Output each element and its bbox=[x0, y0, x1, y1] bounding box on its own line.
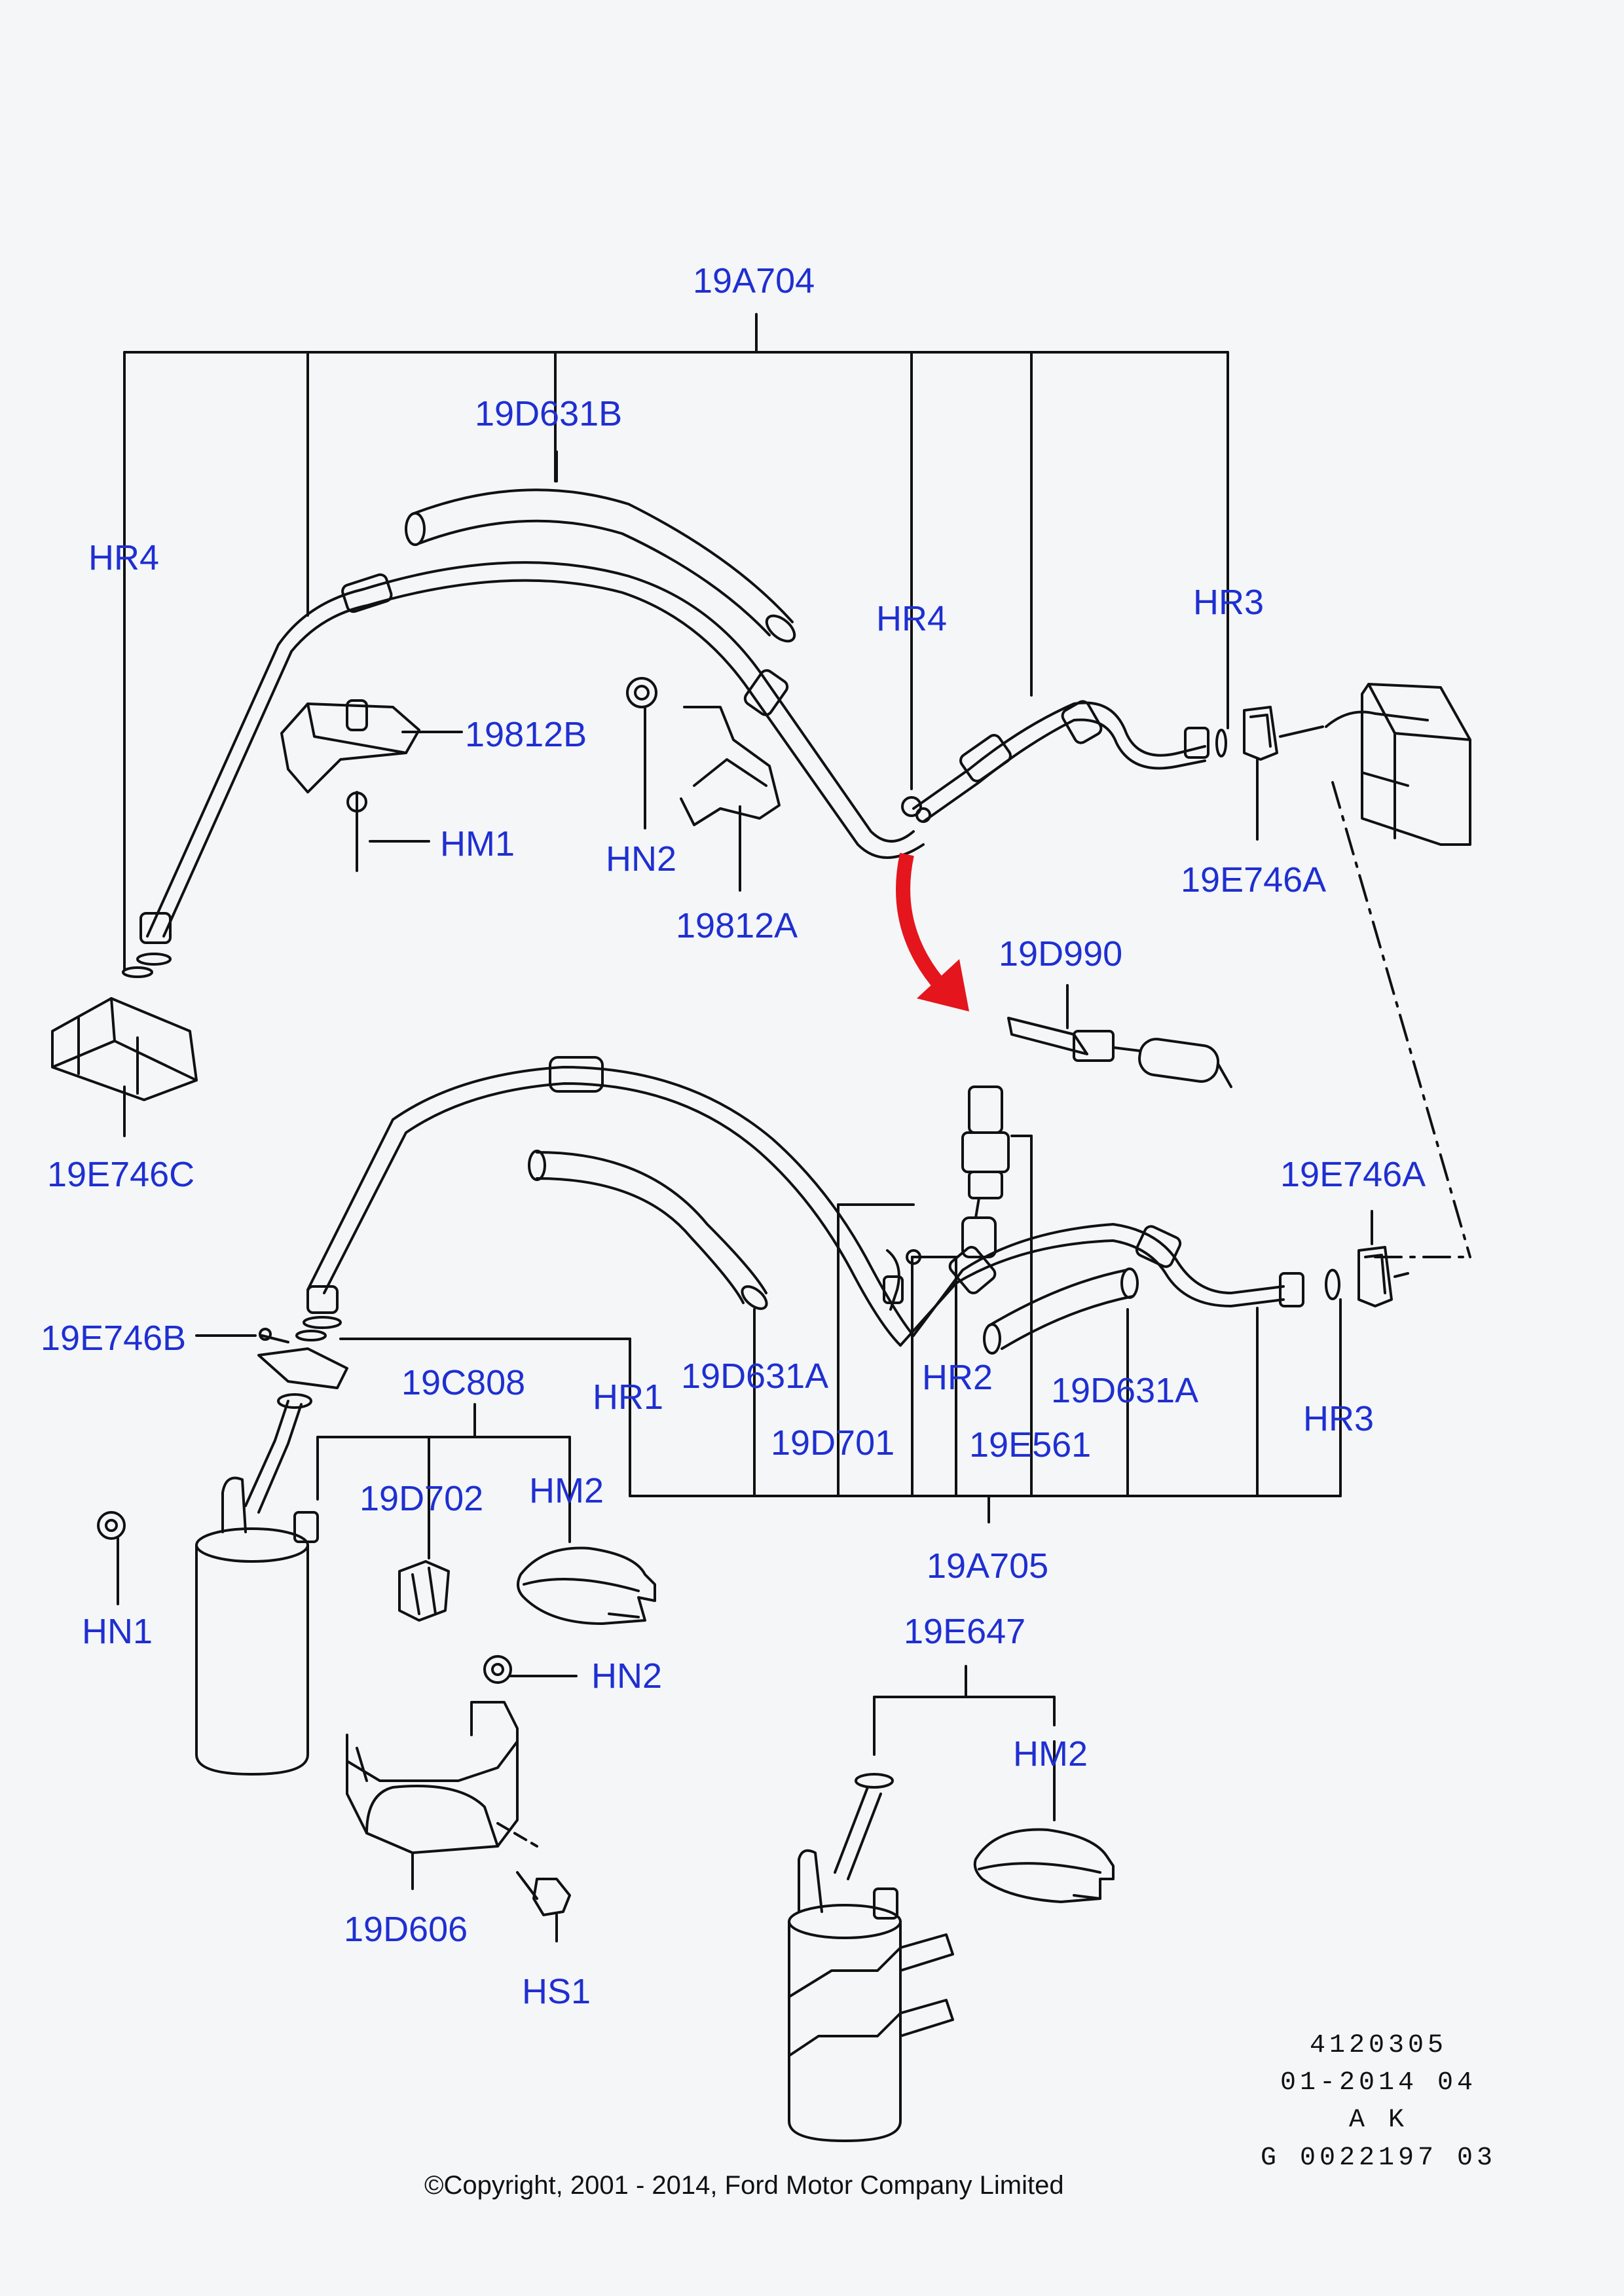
pipe-assembly-19a705 bbox=[257, 1056, 1409, 1389]
callout-tree-19a705 bbox=[195, 1135, 1373, 1523]
pipe-assembly-19a704 bbox=[51, 488, 1471, 1101]
accumulator-right bbox=[788, 1773, 954, 2142]
valve-core-19d990 bbox=[1007, 1017, 1232, 1088]
label-hm2-left: HM2 bbox=[529, 1471, 604, 1510]
label-hn2-bot: HN2 bbox=[591, 1656, 663, 1696]
cap-19d702 bbox=[398, 1560, 450, 1622]
label-19d631a-left: 19D631A bbox=[681, 1357, 829, 1396]
label-hr3-bot: HR3 bbox=[1303, 1399, 1375, 1438]
strap-hm2-right bbox=[973, 1828, 1115, 1903]
label-hr4-mid: HR4 bbox=[876, 599, 948, 638]
accumulator-left bbox=[97, 1393, 319, 1776]
label-19a704: 19A704 bbox=[693, 261, 815, 301]
label-19812b: 19812B bbox=[465, 715, 587, 754]
label-19812a: 19812A bbox=[676, 906, 798, 945]
label-19e746a-top: 19E746A bbox=[1181, 860, 1327, 900]
bracket-19d606 bbox=[346, 1655, 578, 1942]
dash-dot-reference-line bbox=[1331, 781, 1471, 1258]
label-hn2-top: HN2 bbox=[606, 839, 677, 879]
label-hr4-left: HR4 bbox=[88, 538, 160, 577]
copyright-notice: ©Copyright, 2001 - 2014, Ford Motor Comp… bbox=[424, 2171, 1064, 2200]
doc-code-line-2: 01-2014 04 bbox=[1280, 2068, 1477, 2098]
label-hm1: HM1 bbox=[440, 824, 515, 864]
label-19a705: 19A705 bbox=[927, 1546, 1049, 1586]
callout-tree-19a704 bbox=[123, 313, 1229, 970]
label-19d631b: 19D631B bbox=[475, 394, 623, 433]
label-19d606: 19D606 bbox=[344, 1910, 468, 1949]
label-hs1: HS1 bbox=[522, 1972, 591, 2011]
label-19d701: 19D701 bbox=[771, 1423, 895, 1463]
callout-tree-19c808 bbox=[316, 1403, 571, 1559]
strap-hm2-left bbox=[517, 1546, 656, 1625]
red-direction-arrow bbox=[896, 852, 969, 1011]
callout-tree-19e647 bbox=[873, 1665, 1056, 1821]
label-19e746b: 19E746B bbox=[41, 1319, 187, 1358]
label-hm2-right: HM2 bbox=[1013, 1734, 1088, 1774]
label-19e746c: 19E746C bbox=[47, 1155, 195, 1194]
label-19d990: 19D990 bbox=[999, 934, 1123, 974]
label-19e647: 19E647 bbox=[904, 1612, 1026, 1651]
label-hr3-top: HR3 bbox=[1193, 583, 1264, 622]
doc-code-line-1: 4120305 bbox=[1309, 2031, 1448, 2060]
doc-code-line-4: G 0022197 03 bbox=[1260, 2143, 1497, 2173]
label-19e561: 19E561 bbox=[969, 1425, 1092, 1465]
label-hr2: HR2 bbox=[922, 1358, 993, 1397]
label-hn1: HN1 bbox=[82, 1612, 153, 1651]
label-19d631a-right: 19D631A bbox=[1051, 1371, 1199, 1410]
leaders-top bbox=[123, 706, 1259, 1137]
label-hr1: HR1 bbox=[593, 1377, 664, 1417]
label-19c808: 19C808 bbox=[401, 1363, 526, 1402]
label-19e746a-bot: 19E746A bbox=[1280, 1155, 1426, 1194]
label-19d702: 19D702 bbox=[360, 1479, 484, 1518]
doc-code-line-3: A K bbox=[1348, 2105, 1408, 2135]
